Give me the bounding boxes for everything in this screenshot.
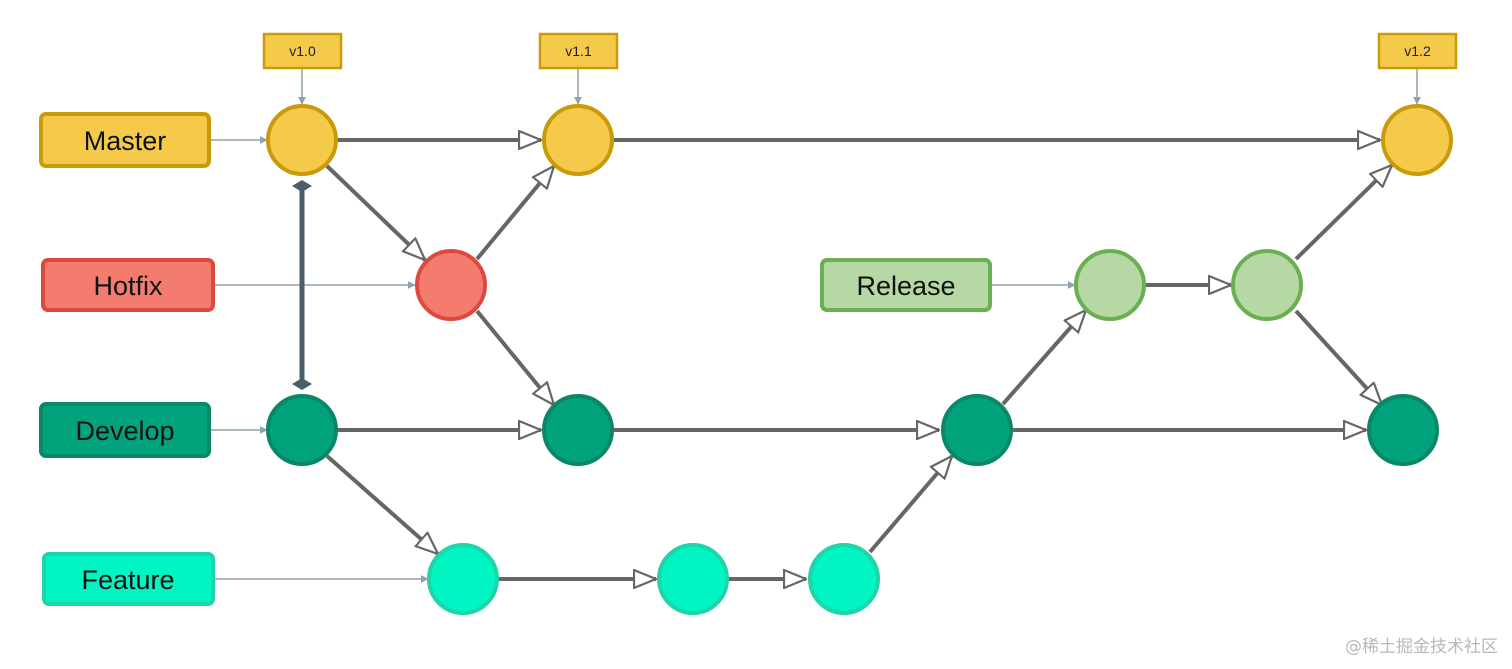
tag-v1-1-text: v1.1: [565, 43, 592, 59]
branch-label-master-text: Master: [84, 126, 167, 156]
edge-h1-m2: [475, 166, 554, 261]
edge-m1-h1: [325, 164, 425, 260]
edge-d3-r1: [1001, 310, 1086, 406]
commit-feature-1: [427, 543, 499, 615]
branch-label-release: Release: [820, 258, 992, 312]
commit-release-1: [1074, 249, 1146, 321]
branch-label-develop-text: Develop: [75, 416, 174, 446]
commit-develop-2: [542, 394, 614, 466]
tag-v1-2: v1.2: [1377, 32, 1458, 70]
commit-edges: [325, 140, 1392, 579]
watermark: @稀土掘金技术社区: [1345, 637, 1498, 657]
commit-master-2: [542, 104, 614, 176]
commit-master-3: [1381, 104, 1453, 176]
edge-r2-d4: [1294, 309, 1382, 405]
commit-develop-1: [266, 394, 338, 466]
tag-v1-0: v1.0: [262, 32, 343, 70]
branch-label-master: Master: [39, 112, 211, 168]
commits: [266, 104, 1453, 615]
edge-r2-m3: [1294, 165, 1392, 261]
tag-v1-1: v1.1: [538, 32, 619, 70]
commit-develop-4: [1367, 394, 1439, 466]
commit-develop-3: [941, 394, 1013, 466]
branch-label-hotfix-text: Hotfix: [93, 271, 163, 301]
tag-v1-2-text: v1.2: [1404, 43, 1431, 59]
branch-label-release-text: Release: [856, 271, 955, 301]
branch-pointers: [209, 68, 1421, 583]
branch-label-feature-text: Feature: [81, 565, 174, 595]
commit-master-1: [266, 104, 338, 176]
edge-f3-d3: [868, 456, 952, 554]
commit-feature-3: [808, 543, 880, 615]
edge-h1-d2: [475, 309, 554, 405]
commit-hotfix-1: [415, 249, 487, 321]
commit-feature-2: [657, 543, 729, 615]
branch-label-develop: Develop: [39, 402, 211, 458]
commit-release-2: [1231, 249, 1303, 321]
edge-d1-f1: [325, 454, 438, 554]
tag-v1-0-text: v1.0: [289, 43, 316, 59]
branch-label-hotfix: Hotfix: [41, 258, 215, 312]
branch-label-feature: Feature: [42, 552, 215, 606]
